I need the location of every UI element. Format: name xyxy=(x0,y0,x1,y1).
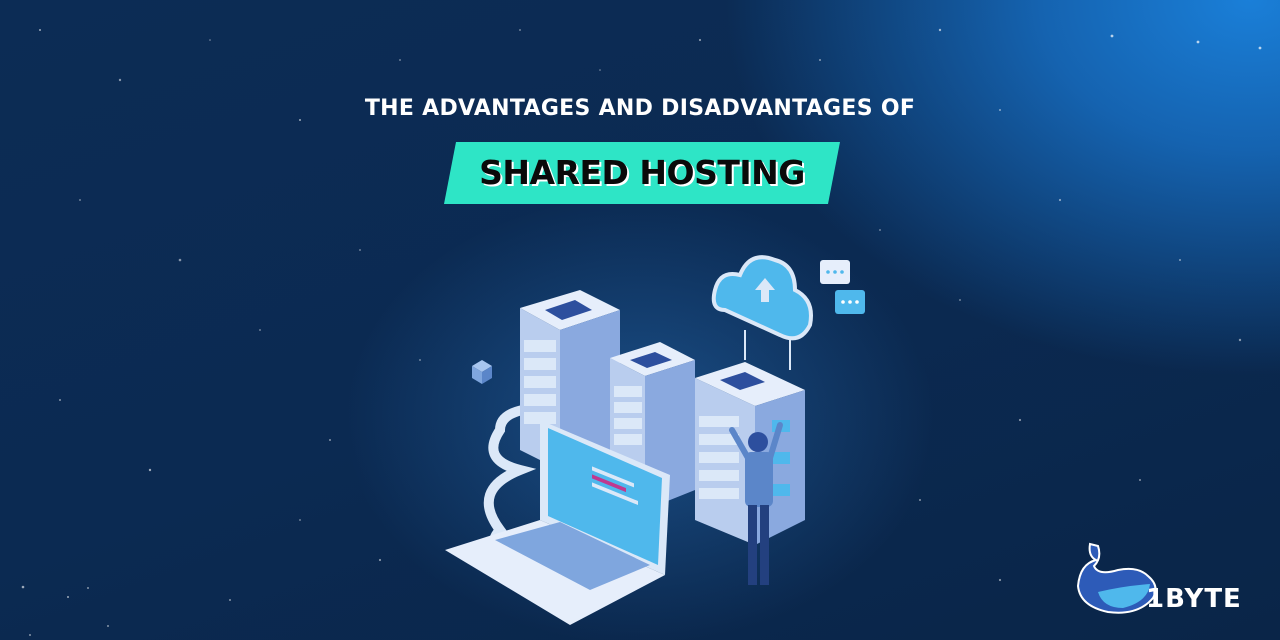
technician-icon xyxy=(729,422,783,585)
brand-logo-whale-icon xyxy=(1076,542,1157,614)
laptop-icon xyxy=(445,420,670,625)
brand-name: 1BYTE xyxy=(1146,584,1242,614)
highlight-tag-background xyxy=(444,142,840,204)
highlight-title: SHARED HOSTING xyxy=(479,153,805,192)
server-rack-icon xyxy=(695,362,805,545)
headline: THE ADVANTAGES AND DISADVANTAGES OF xyxy=(364,96,916,121)
chat-bubbles-icon xyxy=(820,260,865,314)
cloud-upload-icon xyxy=(711,255,813,370)
cube-icon xyxy=(472,360,492,384)
hosting-illustration xyxy=(445,255,865,625)
